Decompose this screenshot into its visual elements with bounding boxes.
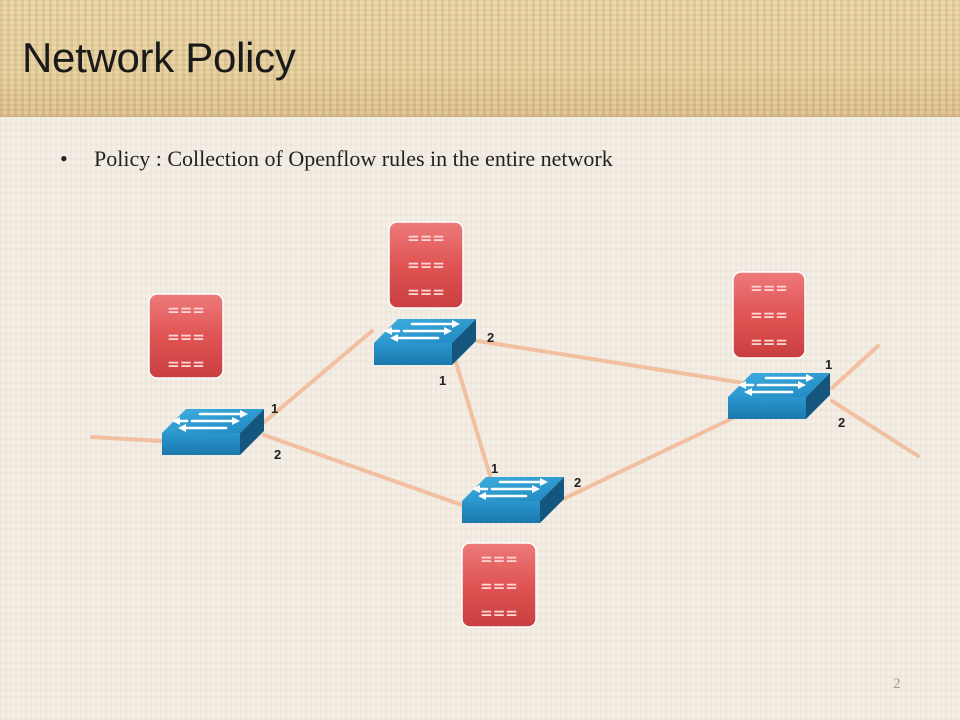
rule-line: === — [480, 577, 518, 595]
port-label: 2 — [574, 475, 581, 490]
port-label: 2 — [274, 447, 281, 462]
slide-title: Network Policy — [22, 34, 296, 81]
links — [90, 329, 920, 512]
rule-line: === — [480, 604, 518, 622]
page-number: 2 — [893, 676, 901, 692]
network-switch-icon — [160, 407, 266, 457]
network-switch-icon — [372, 317, 478, 367]
rule-table-s1: === === === — [148, 293, 224, 379]
port-label: 1 — [271, 401, 278, 416]
rule-table-s3: === === === — [461, 542, 537, 628]
bullet-dot-icon: • — [60, 146, 68, 171]
title-band — [0, 0, 960, 117]
switch-3 — [460, 475, 566, 525]
link-s1-s2 — [260, 329, 374, 426]
link-external-left — [90, 435, 163, 443]
rule-line: === — [167, 328, 205, 346]
port-label: 2 — [838, 415, 845, 430]
network-switch-icon — [460, 475, 566, 525]
rule-line: === — [750, 279, 788, 297]
rule-table-s4: === === === — [732, 271, 806, 359]
rule-line: === — [167, 301, 205, 319]
rule-table-s2: === === === — [388, 221, 464, 309]
link-s2-s4 — [476, 339, 746, 385]
port-label: 1 — [825, 357, 832, 372]
rule-line: === — [407, 229, 445, 247]
rule-line: === — [407, 283, 445, 301]
port-label: 1 — [491, 461, 498, 476]
network-switch-icon — [726, 371, 832, 421]
bullet-item: • Policy : Collection of Openflow rules i… — [60, 146, 613, 172]
switch-4 — [726, 371, 832, 421]
rule-line: === — [407, 256, 445, 274]
rule-line: === — [750, 333, 788, 351]
port-label: 2 — [487, 330, 494, 345]
rule-line: === — [750, 306, 788, 324]
rule-line: === — [167, 355, 205, 373]
bullet-text: Policy : Collection of Openflow rules in… — [94, 146, 613, 171]
switch-2 — [372, 317, 478, 367]
link-s3-s4 — [538, 416, 735, 512]
port-label: 1 — [439, 373, 446, 388]
link-external-right-lower — [830, 399, 920, 458]
link-s2-s3 — [452, 354, 494, 484]
link-external-right-upper — [830, 344, 880, 390]
switch-1 — [160, 407, 266, 457]
link-s1-s3 — [262, 433, 464, 507]
rule-line: === — [480, 550, 518, 568]
